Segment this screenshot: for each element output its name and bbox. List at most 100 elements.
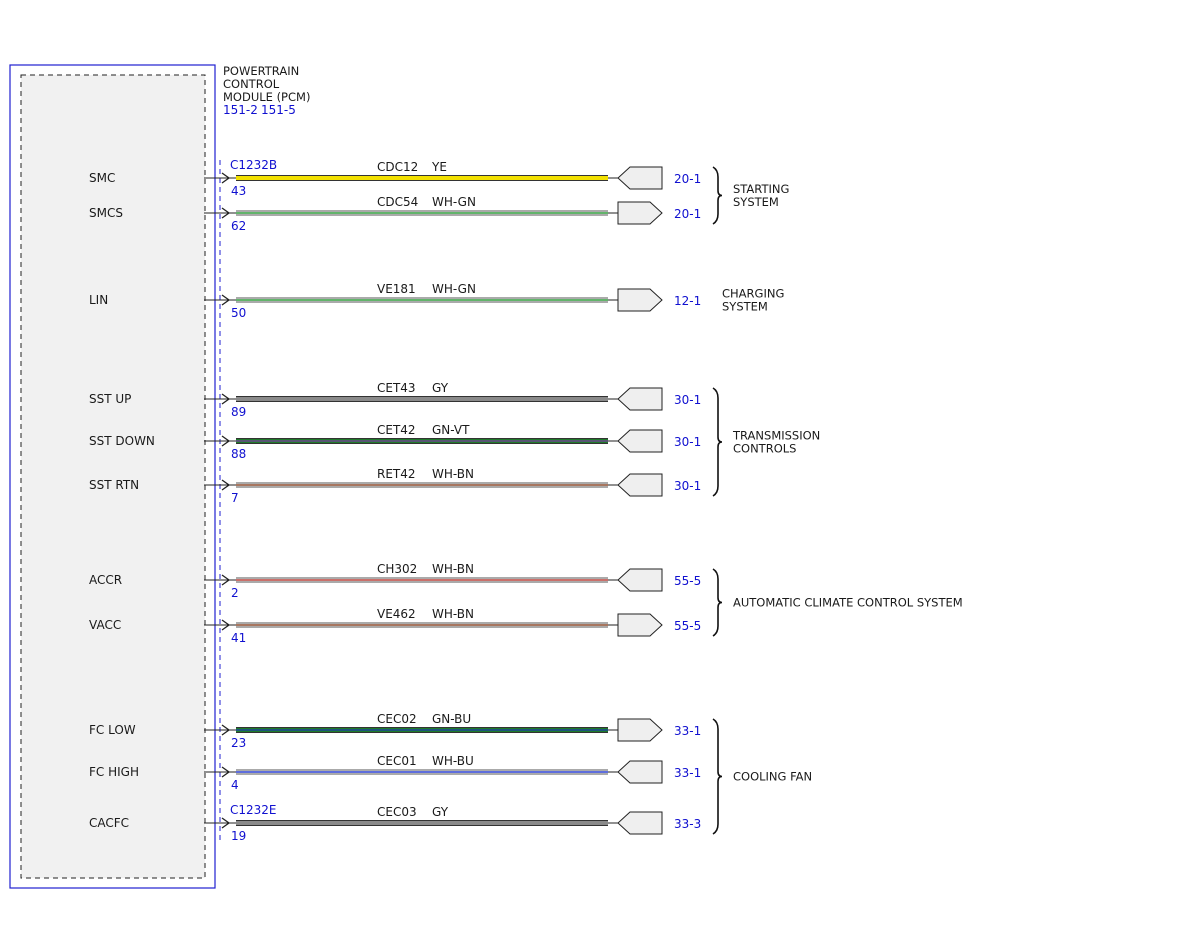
connector-arrow-icon	[617, 568, 663, 592]
pin-number[interactable]: 4	[231, 778, 239, 792]
pin-number[interactable]: 88	[231, 447, 246, 461]
module-title-line-1: POWERTRAIN	[223, 64, 299, 78]
pin-number[interactable]: 2	[231, 586, 239, 600]
terminal-arrow-icon	[221, 479, 231, 491]
circuit-label: CEC01	[377, 754, 417, 768]
terminal-arrow-icon	[221, 294, 231, 306]
terminal-arrow-icon	[221, 766, 231, 778]
color-code-label: GY	[432, 805, 449, 819]
page-ref-link[interactable]: 33-3	[674, 817, 701, 831]
page-ref-link[interactable]: 33-1	[674, 724, 701, 738]
connector-id-label[interactable]: C1232E	[230, 803, 277, 817]
color-code-label: YE	[431, 160, 447, 174]
module-page-ref-2[interactable]: 151-5	[261, 103, 296, 117]
brace-icon	[712, 387, 723, 497]
page-ref-link[interactable]: 30-1	[674, 479, 701, 493]
pin-number[interactable]: 50	[231, 306, 246, 320]
circuit-label: CET43	[377, 381, 416, 395]
circuit-label: CDC12	[377, 160, 418, 174]
circuit-label: VE462	[377, 607, 416, 621]
circuit-label: CEC03	[377, 805, 417, 819]
connector-arrow-icon	[617, 760, 663, 784]
terminal-arrow-icon	[221, 619, 231, 631]
brace-icon	[712, 718, 723, 835]
connector-arrow-icon	[617, 429, 663, 453]
pin-number[interactable]: 7	[231, 491, 239, 505]
page-ref-link[interactable]: 33-1	[674, 766, 701, 780]
terminal-arrow-icon	[221, 172, 231, 184]
circuit-label: CET42	[377, 423, 416, 437]
color-code-label: WH-BN	[432, 607, 474, 621]
page-ref-link[interactable]: 55-5	[674, 619, 701, 633]
terminal-arrow-icon	[221, 724, 231, 736]
connector-arrow-icon	[617, 387, 663, 411]
circuit-label: VE181	[377, 282, 416, 296]
signal-label-fc-high: FC HIGH	[89, 765, 139, 779]
terminal-arrow-icon	[221, 817, 231, 829]
terminal-arrow-icon	[221, 574, 231, 586]
signal-label-vacc: VACC	[89, 618, 121, 632]
color-code-label: GN-BU	[432, 712, 471, 726]
page-ref-link[interactable]: 20-1	[674, 172, 701, 186]
pin-number[interactable]: 41	[231, 631, 246, 645]
signal-label-accr: ACCR	[89, 573, 122, 587]
pin-number[interactable]: 89	[231, 405, 246, 419]
pcm-module-inner	[20, 74, 206, 879]
pin-number[interactable]: 23	[231, 736, 246, 750]
circuit-label: CEC02	[377, 712, 417, 726]
system-group: AUTOMATIC CLIMATE CONTROL SYSTEM	[712, 568, 963, 637]
circuit-label: CH302	[377, 562, 417, 576]
brace-icon	[712, 166, 723, 225]
system-label: SYSTEM	[733, 195, 779, 209]
page-ref-link[interactable]: 30-1	[674, 393, 701, 407]
pin-number[interactable]: 62	[231, 219, 246, 233]
color-code-label: WH-BN	[432, 562, 474, 576]
connector-arrow-icon	[617, 288, 663, 312]
signal-label-smcs: SMCS	[89, 206, 123, 220]
system-label: STARTING	[733, 182, 789, 196]
connector-arrow-icon	[617, 718, 663, 742]
connector-arrow-icon	[617, 201, 663, 225]
system-label: CONTROLS	[733, 442, 796, 456]
signal-label-sst-down: SST DOWN	[89, 434, 155, 448]
signal-label-cacfc: CACFC	[89, 816, 129, 830]
connector-id-label[interactable]: C1232B	[230, 158, 277, 172]
wire-row: FC LOW CEC02 GN-BU 23 33-1	[89, 712, 701, 750]
module-page-ref-1[interactable]: 151-2	[223, 103, 258, 117]
color-code-label: WH-GN	[432, 282, 476, 296]
pin-number[interactable]: 43	[231, 184, 246, 198]
brace-icon	[712, 568, 723, 637]
connector-arrow-icon	[617, 613, 663, 637]
signal-label-sst-up: SST UP	[89, 392, 131, 406]
system-list: STARTINGSYSTEMCHARGINGSYSTEMTRANSMISSION…	[712, 166, 963, 835]
terminal-arrow-icon	[221, 207, 231, 219]
pin-number[interactable]: 19	[231, 829, 246, 843]
circuit-label: RET42	[377, 467, 416, 481]
color-code-label: GY	[432, 381, 449, 395]
page-ref-link[interactable]: 55-5	[674, 574, 701, 588]
signal-label-fc-low: FC LOW	[89, 723, 136, 737]
page-ref-link[interactable]: 30-1	[674, 435, 701, 449]
connector-arrow-icon	[617, 473, 663, 497]
pcm-module-outline	[9, 64, 216, 889]
system-group: COOLING FAN	[712, 718, 812, 835]
connector-arrow-icon	[617, 166, 663, 190]
signal-label-sst-rtn: SST RTN	[89, 478, 139, 492]
circuit-label: CDC54	[377, 195, 418, 209]
page-ref-link[interactable]: 12-1	[674, 294, 701, 308]
connector-arrow-icon	[617, 811, 663, 835]
system-label: CHARGING	[722, 287, 784, 301]
page-ref-link[interactable]: 20-1	[674, 207, 701, 221]
module-title-line-2: CONTROL	[223, 77, 280, 91]
wire-row: CACFC CEC03 GY 19 33-3 C1232E	[89, 803, 701, 843]
